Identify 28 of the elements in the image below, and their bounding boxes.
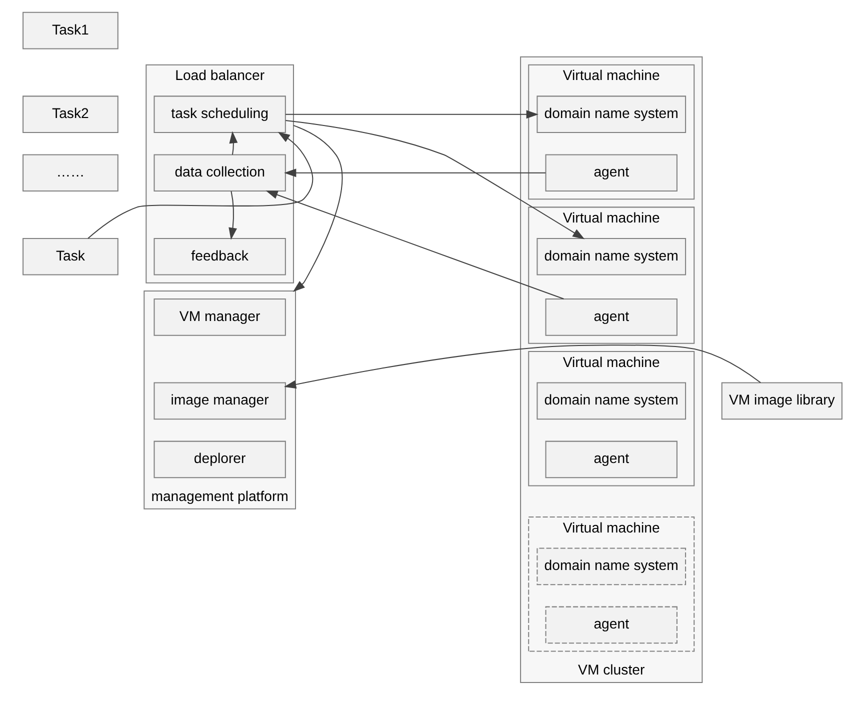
arrow — [284, 344, 761, 389]
node-box: domain name system — [536, 96, 686, 134]
node-box: domain name system — [536, 382, 686, 420]
node-box: agent — [545, 298, 678, 336]
arrow — [266, 190, 564, 300]
node-box: image manager — [154, 382, 286, 420]
arrow — [229, 131, 238, 155]
node-box: agent — [545, 606, 678, 644]
arrow — [284, 168, 546, 178]
node-box: data collection — [154, 154, 286, 192]
node-box: Task — [22, 238, 118, 276]
node-box: domain name system — [536, 238, 686, 276]
node-box: domain name system — [536, 548, 686, 586]
arrow — [292, 124, 343, 292]
node-box: task scheduling — [154, 96, 286, 134]
arrow — [286, 120, 585, 240]
node-box: agent — [545, 154, 678, 192]
node-box: deplorer — [154, 440, 286, 478]
arrow — [88, 132, 314, 239]
node-box: VM image library — [721, 382, 842, 420]
arrow — [286, 110, 538, 119]
node-box: feedback — [154, 238, 286, 276]
node-box: VM manager — [154, 298, 286, 336]
arrow — [228, 191, 238, 240]
node-box: agent — [545, 440, 678, 478]
node-box: Task2 — [22, 96, 118, 134]
node-box: …… — [22, 154, 118, 192]
node-box: Task1 — [22, 12, 118, 50]
